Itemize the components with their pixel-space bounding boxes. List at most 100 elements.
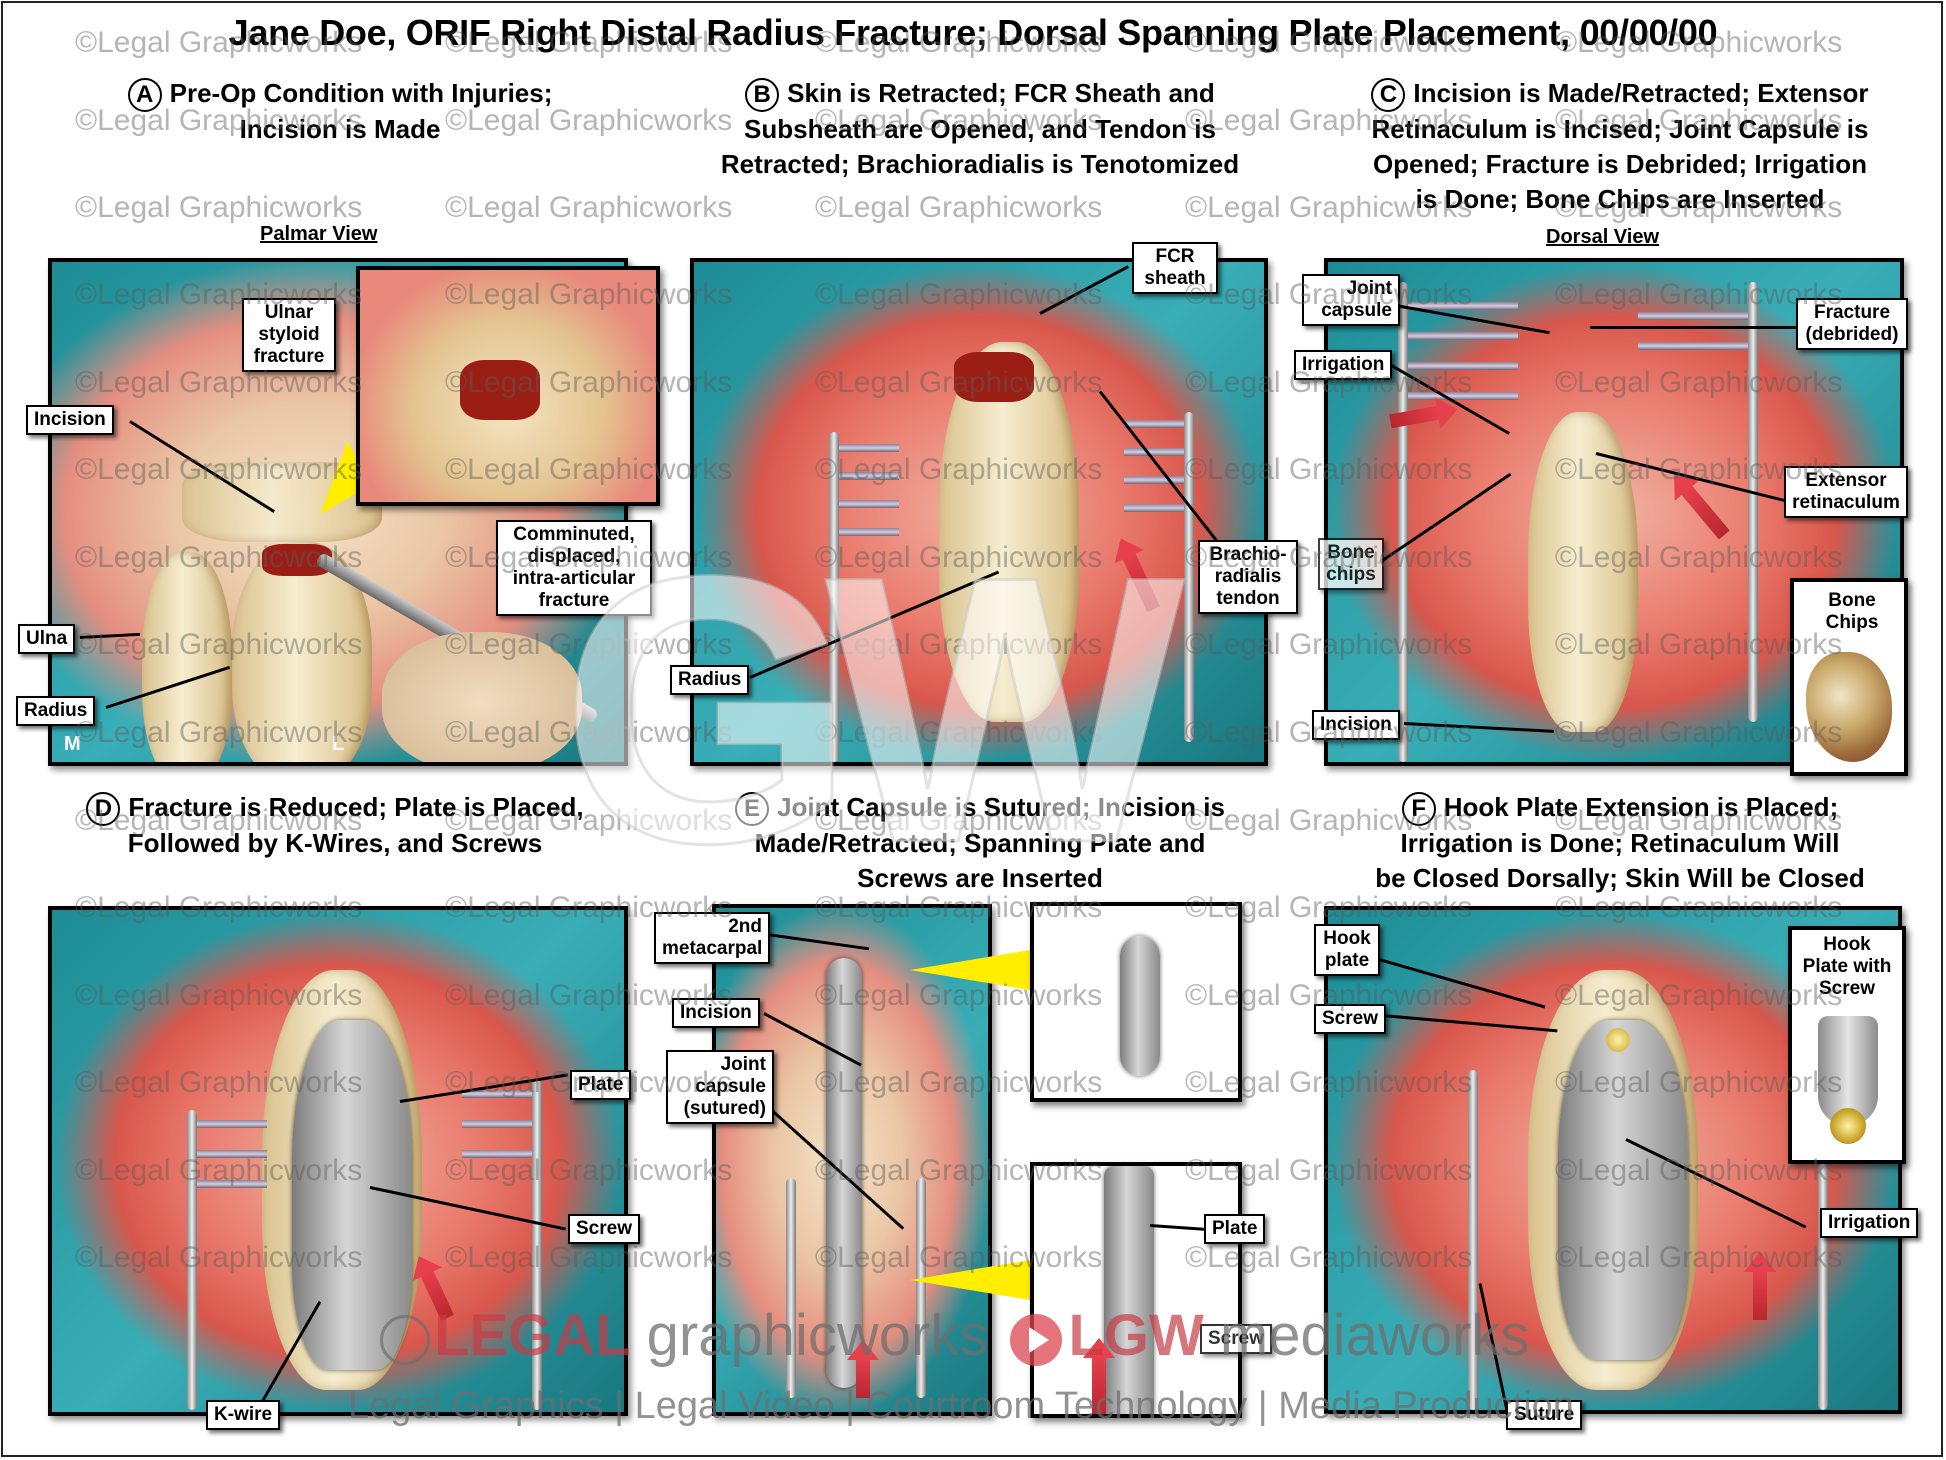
retractor-tooth — [1124, 504, 1184, 512]
zoom-pointer — [910, 1260, 1030, 1300]
panel-b-title-line: Retracted; Brachioradialis is Tenotomize… — [720, 149, 1240, 180]
panel-e-title-line: Screws are Inserted — [857, 863, 1103, 894]
retractor-left — [1468, 1070, 1478, 1410]
retractor-tooth — [462, 1120, 532, 1128]
leader-fracture — [1590, 326, 1796, 329]
label-radius-a: Radius — [16, 696, 96, 726]
label-bone-chips-inset: Bone Chips — [1798, 588, 1904, 636]
label-kwire: K-wire — [206, 1400, 281, 1430]
retractor-tooth — [1124, 448, 1184, 456]
red-arrow-icon — [1121, 551, 1161, 613]
panel-e-inset-bottom — [1030, 1162, 1242, 1418]
label-irrigation-f: Irrigation — [1820, 1208, 1919, 1238]
panel-a-title-line: Incision is Made — [239, 114, 441, 145]
panel-e-inset-top — [1030, 902, 1242, 1102]
lateral-marker: L — [332, 733, 345, 755]
retractor — [786, 1178, 796, 1398]
label-hook-plate-inset: Hook Plate with Screw — [1792, 932, 1902, 1002]
red-arrow-icon — [1680, 484, 1730, 540]
panel-d-title-line: Fracture is Reduced; Plate is Placed, — [128, 792, 584, 822]
label-ulnar-styloid: Ulnar styloid fracture — [242, 298, 336, 372]
gloved-hand — [382, 632, 582, 762]
label-ulna: Ulna — [18, 624, 76, 654]
panel-e-letter: E — [735, 792, 770, 827]
panel-f-letter: F — [1401, 792, 1436, 827]
panel-d-illustration — [48, 906, 628, 1416]
retractor-tooth — [1124, 476, 1184, 484]
label-joint-capsule-e: Joint capsule (sutured) — [666, 1050, 774, 1124]
label-bone-chips: Bone chips — [1318, 538, 1384, 590]
hook-screw-image — [1830, 1108, 1866, 1144]
label-incision-c: Incision — [1312, 710, 1400, 740]
retractor-tooth — [1638, 342, 1748, 350]
panel-b-illustration — [690, 258, 1268, 766]
label-plate-e: Plate — [1204, 1214, 1266, 1244]
retractor-right — [1748, 282, 1758, 722]
panel-f-title-line: be Closed Dorsally; Skin Will be Closed — [1375, 863, 1865, 894]
retractor-tooth — [197, 1180, 267, 1188]
retractor-tooth — [1408, 362, 1518, 370]
panel-c-title-line: is Done; Bone Chips are Inserted — [1415, 184, 1825, 215]
retractor-tooth — [839, 500, 899, 508]
label-incision-e: Incision — [672, 998, 760, 1028]
panel-d-letter: D — [86, 792, 121, 827]
inset-fracture — [460, 360, 540, 420]
panel-f-title-line: Irrigation is Done; Retinaculum Will — [1400, 828, 1840, 859]
label-extensor-retinaculum: Extensor retinaculum — [1784, 466, 1908, 518]
radius-bone — [1528, 412, 1638, 732]
retractor-tooth — [1408, 302, 1518, 310]
panel-e-illustration — [712, 904, 992, 1416]
panel-c-letter: C — [1371, 78, 1406, 113]
panel-a-illustration: M L — [48, 258, 628, 766]
retractor-tooth — [839, 472, 899, 480]
retractor-right — [1184, 412, 1194, 742]
retractor-right — [1818, 1110, 1828, 1410]
retractor-left — [1398, 282, 1408, 762]
panel-b-title-line: Skin is Retracted; FCR Sheath and — [787, 78, 1215, 108]
medial-marker: M — [64, 733, 81, 755]
inset-plate — [1120, 936, 1160, 1076]
panel-c-view-label: Dorsal View — [1546, 226, 1660, 248]
red-arrow-icon — [420, 1269, 454, 1321]
red-arrow-icon — [847, 1340, 879, 1398]
inset-plate — [1104, 1166, 1154, 1414]
red-arrow-icon — [1389, 405, 1441, 429]
panel-c-title-line: Incision is Made/Retracted; Extensor — [1413, 78, 1869, 108]
retractor-tooth — [197, 1150, 267, 1158]
red-arrow-icon — [1744, 1252, 1776, 1320]
ulna-bone — [142, 552, 232, 762]
retractor-right — [532, 1080, 542, 1410]
label-screw-d: Screw — [568, 1214, 640, 1244]
panel-c-title-line: Retinaculum is Incised; Joint Capsule is — [1371, 114, 1869, 145]
bone-chips-inset: Bone Chips — [1790, 578, 1908, 776]
panel-e-title-line: Joint Capsule is Sutured; Incision is — [777, 792, 1225, 822]
retractor-tooth — [1408, 332, 1518, 340]
retractor-tooth — [839, 444, 899, 452]
retractor-tooth — [1408, 392, 1518, 400]
retractor-tooth — [462, 1150, 532, 1158]
panel-c-title-line: Opened; Fracture is Debrided; Irrigation — [1372, 149, 1868, 180]
hook-plate-inset: Hook Plate with Screw — [1788, 926, 1906, 1164]
label-fracture-debrided: Fracture (debrided) — [1796, 298, 1908, 350]
panel-d-title-line: Followed by K-Wires, and Screws — [127, 828, 543, 859]
retractor-tooth — [839, 528, 899, 536]
panel-f-title-line: Hook Plate Extension is Placed; — [1443, 792, 1839, 822]
retractor-left — [187, 1110, 197, 1410]
label-hook-plate: Hook plate — [1314, 924, 1380, 976]
label-screw-e: Screw — [1200, 1324, 1272, 1354]
panel-a-view-label: Palmar View — [260, 223, 378, 245]
label-suture: Suture — [1506, 1400, 1583, 1430]
panel-b-letter: B — [745, 78, 780, 113]
panel-e-title-line: Made/Retracted; Spanning Plate and — [754, 828, 1206, 859]
panel-a-zoom-inset — [356, 266, 660, 506]
retractor-tooth — [1638, 312, 1748, 320]
bone-plate — [1558, 1020, 1688, 1360]
retractor-tooth — [1124, 420, 1184, 428]
